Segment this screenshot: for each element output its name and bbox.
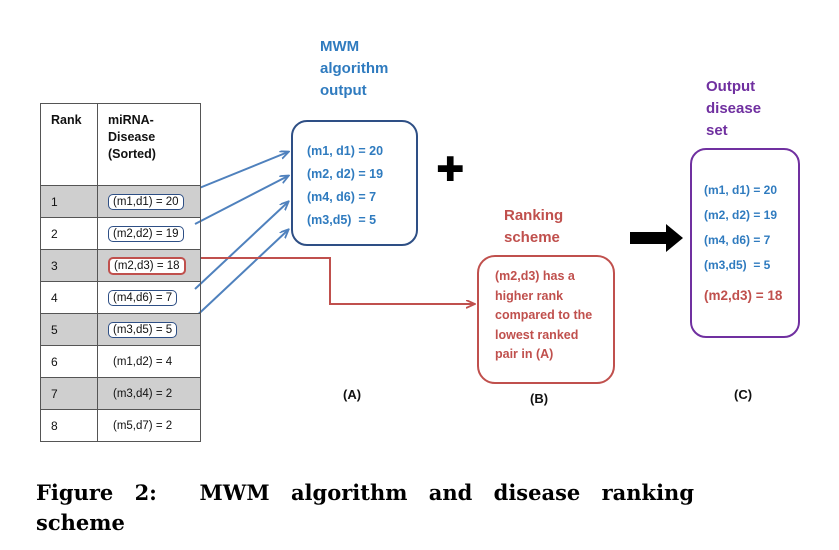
- list-item: (m2, d2) = 19: [307, 167, 384, 181]
- header-rank: Rank: [40, 103, 98, 186]
- list-item: (m1, d1) = 20: [704, 183, 778, 197]
- panel-a-box: (m1, d1) = 20 (m2, d2) = 19 (m4, d6) = 7…: [291, 120, 418, 246]
- list-item: (m1, d1) = 20: [307, 144, 384, 158]
- pair-cell: (m1,d2) = 4: [113, 356, 173, 368]
- panel-b-label: (B): [530, 391, 549, 406]
- panel-c-items: (m1, d1) = 20 (m2, d2) = 19 (m4, d6) = 7…: [704, 178, 777, 278]
- list-item: (m3,d5) = 5: [307, 213, 377, 227]
- table-row: 3 (m2,d3) = 18: [40, 249, 201, 282]
- figure-caption: Figure 2: MWM algorithm and disease rank…: [36, 480, 694, 535]
- rank-cell: 4: [40, 281, 98, 314]
- right-arrow-icon: [630, 224, 683, 252]
- plus-icon: ✚: [436, 151, 465, 189]
- pair-cell: (m4,d6) = 7: [108, 289, 178, 306]
- table-row: 7 (m3,d4) = 2: [40, 377, 201, 410]
- table-row: 8 (m5,d7) = 2: [40, 409, 201, 442]
- pair-cell: (m3,d5) = 5: [108, 321, 178, 338]
- table-row: 5 (m3,d5) = 5: [40, 313, 201, 346]
- list-item: (m3,d5) = 5: [704, 258, 771, 272]
- ranking-table: Rank miRNA- Disease (Sorted) 1 (m1,d1) =…: [40, 103, 201, 442]
- panel-b-title: Ranking scheme: [504, 207, 564, 246]
- panel-b-text: (m2,d3) has a higher rank compared to th…: [495, 269, 593, 361]
- panel-a-title: MWM algorithm output: [320, 38, 389, 99]
- panel-a-label: (A): [343, 387, 362, 402]
- header-mirna-disease: miRNA- Disease (Sorted): [97, 103, 201, 186]
- arrow-rank3-to-b: [188, 257, 474, 304]
- panel-c-title: Output disease set: [706, 78, 762, 139]
- pair-cell: (m5,d7) = 2: [113, 420, 173, 432]
- rank-cell: 3: [40, 249, 98, 282]
- rank-cell: 6: [40, 345, 98, 378]
- pair-cell: (m1,d1) = 20: [108, 193, 184, 210]
- rank-cell: 1: [40, 185, 98, 218]
- list-item: (m4, d6) = 7: [307, 190, 377, 204]
- rank-cell: 2: [40, 217, 98, 250]
- rank-cell: 7: [40, 377, 98, 410]
- arrow-rank1-to-a: [186, 152, 288, 194]
- table-header-row: Rank miRNA- Disease (Sorted): [40, 103, 201, 186]
- table-row: 1 (m1,d1) = 20: [40, 185, 201, 218]
- panel-c-box: (m1, d1) = 20 (m2, d2) = 19 (m4, d6) = 7…: [690, 148, 800, 338]
- pair-cell: (m3,d4) = 2: [113, 388, 173, 400]
- panel-c-highlight: (m2,d3) = 18: [704, 288, 783, 303]
- arrow-rank5-to-a: [189, 230, 288, 323]
- table-row: 6 (m1,d2) = 4: [40, 345, 201, 378]
- pair-cell-highlighted: (m2,d3) = 18: [108, 256, 186, 275]
- list-item: (m2, d2) = 19: [704, 208, 778, 222]
- arrow-rank2-to-a: [194, 176, 288, 225]
- table-row: 4 (m4,d6) = 7: [40, 281, 201, 314]
- panel-c-label: (C): [734, 387, 753, 402]
- pair-cell: (m2,d2) = 19: [108, 225, 184, 242]
- table-row: 2 (m2,d2) = 19: [40, 217, 201, 250]
- rank-cell: 8: [40, 409, 98, 442]
- rank-cell: 5: [40, 313, 98, 346]
- list-item: (m4, d6) = 7: [704, 233, 771, 247]
- panel-a-items: (m1, d1) = 20 (m2, d2) = 19 (m4, d6) = 7…: [307, 140, 383, 232]
- panel-b-box: (m2,d3) has a higher rank compared to th…: [477, 255, 615, 384]
- arrow-rank4-to-a: [194, 202, 288, 290]
